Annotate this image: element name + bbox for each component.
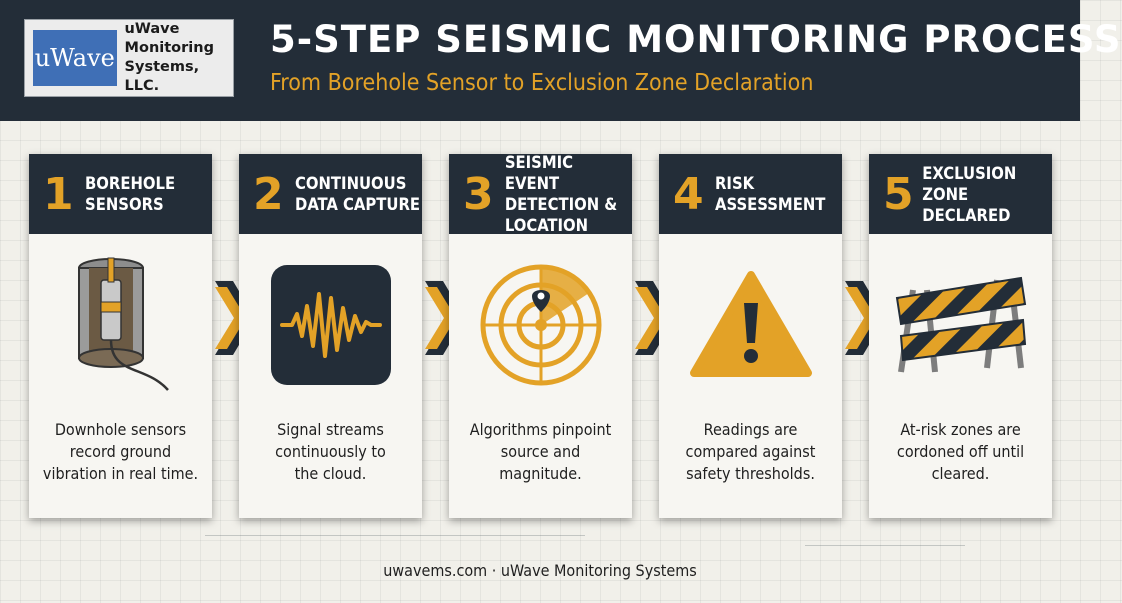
step-title: RISK ASSESSMENT <box>715 174 826 214</box>
step-card-4: 4 RISK ASSESSMENT Readings are compared … <box>659 154 842 518</box>
step-header: 4 RISK ASSESSMENT <box>659 154 842 234</box>
step-header: 5 EXCLUSION ZONE DECLARED <box>869 154 1052 234</box>
step-description: At-risk zones are cordoned off until cle… <box>896 420 1025 483</box>
step-title: BOREHOLE SENSORS <box>85 174 176 214</box>
step-number: 4 <box>673 168 704 220</box>
logo-text: uWave Monitoring Systems, LLC. <box>125 20 233 96</box>
step-card-5: 5 EXCLUSION ZONE DECLARED At-risk zones … <box>869 154 1052 518</box>
step-header: 3 SEISMIC EVENT DETECTION & LOCATION <box>449 153 632 235</box>
step-number: 2 <box>253 168 284 220</box>
borehole-sensor-icon <box>29 250 212 400</box>
step-description: Readings are compared against safety thr… <box>685 420 816 483</box>
footer-text: uwavems.com · uWave Monitoring Systems <box>383 561 697 580</box>
step-title: CONTINUOUS DATA CAPTURE <box>295 174 421 214</box>
blueprint-dimension-line <box>805 545 965 546</box>
step-number: 1 <box>43 168 74 220</box>
step-title: EXCLUSION ZONE DECLARED <box>922 163 1017 225</box>
radar-icon <box>449 250 632 400</box>
step-header: 1 BOREHOLE SENSORS <box>29 154 212 234</box>
step-description: Downhole sensors record ground vibration… <box>42 420 199 483</box>
logo-mark: uWave <box>33 30 117 86</box>
logo-line-3: Systems, LLC. <box>124 59 200 94</box>
step-description: Algorithms pinpoint source and magnitude… <box>469 420 612 483</box>
company-logo: uWave uWave Monitoring Systems, LLC. <box>24 19 234 97</box>
barricade-icon <box>869 250 1052 400</box>
header-banner: uWave uWave Monitoring Systems, LLC. 5-S… <box>0 0 1122 121</box>
page-title: 5-STEP SEISMIC MONITORING PROCESS <box>270 18 1122 61</box>
step-card-3: 3 SEISMIC EVENT DETECTION & LOCATION Alg… <box>449 153 632 518</box>
step-card-1: 1 BOREHOLE SENSORS Downhole sensors reco… <box>29 154 212 518</box>
step-header: 2 CONTINUOUS DATA CAPTURE <box>239 154 422 234</box>
waveform-icon <box>239 250 422 400</box>
logo-mark-text: uWave <box>34 44 115 72</box>
step-number: 3 <box>463 168 494 220</box>
step-number: 5 <box>883 168 914 220</box>
step-description: Signal streams continuously to the cloud… <box>275 420 386 483</box>
warning-triangle-icon <box>659 250 842 400</box>
step-title: SEISMIC EVENT DETECTION & LOCATION <box>504 153 618 235</box>
logo-line-2: Monitoring <box>124 40 214 56</box>
page-subtitle: From Borehole Sensor to Exclusion Zone D… <box>270 70 814 96</box>
blueprint-dimension-line <box>205 535 585 536</box>
step-card-2: 2 CONTINUOUS DATA CAPTURE Signal streams… <box>239 154 422 518</box>
logo-line-1: uWave <box>124 21 180 37</box>
